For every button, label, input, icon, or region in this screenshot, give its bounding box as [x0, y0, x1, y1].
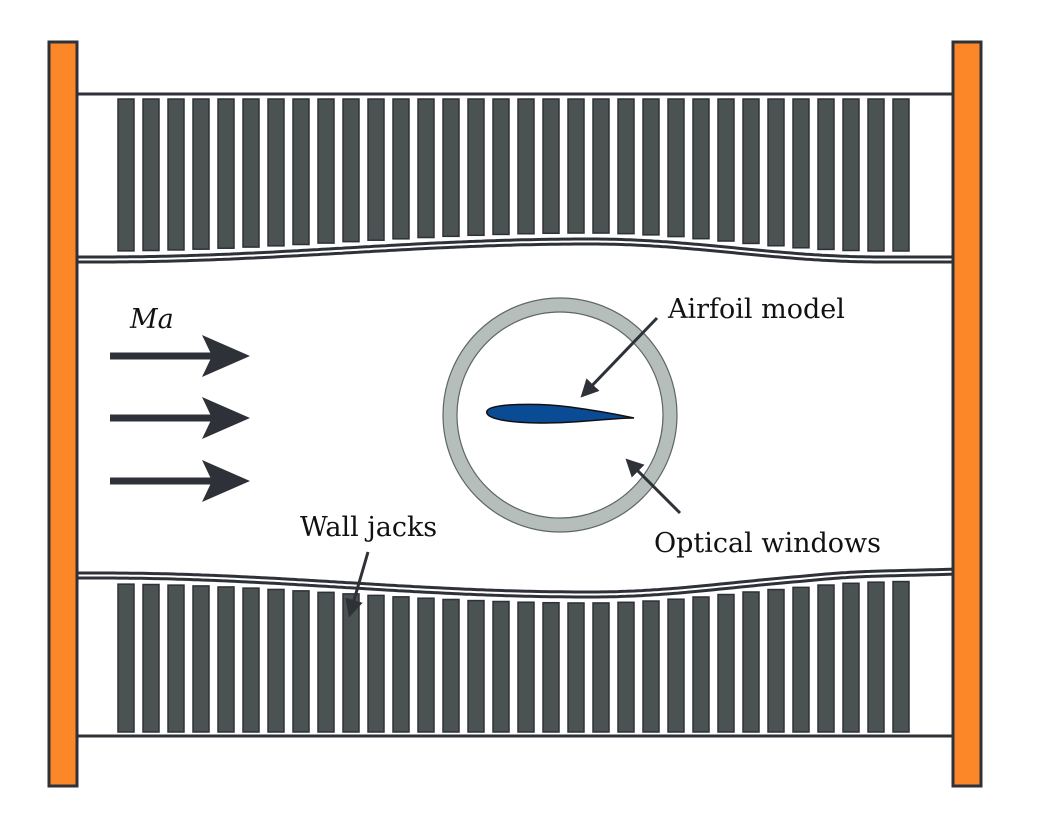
bottom-wall-jack	[192, 585, 210, 733]
top-wall-jack	[717, 98, 735, 242]
bottom-wall-jacks	[117, 580, 910, 733]
top-wall-jack	[817, 98, 835, 251]
flow-arrow-icon	[110, 335, 250, 377]
top-wall-jack	[142, 98, 160, 252]
left-end-plate	[47, 40, 79, 788]
top-wall-jacks	[117, 98, 910, 252]
bottom-wall-jack	[517, 601, 535, 733]
bottom-flexible-wall-inner	[78, 572, 955, 599]
top-wall-jack	[742, 98, 760, 245]
top-wall-jack	[867, 98, 885, 252]
wall-jacks-label: Wall jacks	[300, 512, 437, 543]
bottom-wall-jack	[317, 591, 335, 733]
right-end-plate	[951, 40, 983, 788]
bottom-wall-jack	[867, 581, 885, 733]
top-wall-jack	[892, 98, 910, 252]
optical-window-ring	[443, 298, 677, 532]
top-wall-jack	[117, 98, 135, 252]
optical-window-ring-outer-edge	[442, 297, 678, 533]
bottom-wall-jack	[892, 580, 910, 733]
bottom-wall-jack	[592, 602, 610, 733]
top-wall-jack	[167, 98, 185, 251]
top-wall-jack	[242, 98, 260, 248]
bottom-wall-jack	[267, 588, 285, 733]
flow-arrow-icon	[110, 397, 250, 439]
airfoil-model	[486, 403, 635, 424]
top-wall-jack	[417, 98, 435, 239]
top-wall-jack	[767, 98, 785, 247]
bottom-wall-jack	[617, 601, 635, 733]
airfoil-pointer-arrow	[580, 316, 659, 398]
bottom-flexible-wall	[78, 567, 955, 594]
mach-label: Ma	[129, 304, 174, 335]
top-wall-jack	[517, 98, 535, 235]
top-wall-jack	[267, 98, 285, 247]
top-wall-jack	[592, 98, 610, 234]
jack-pointer-arrow	[345, 551, 370, 618]
top-wall-jack	[442, 98, 460, 238]
bottom-wall-jack	[417, 597, 435, 733]
bottom-wall-jack	[667, 598, 685, 733]
bottom-wall-jack	[742, 591, 760, 733]
top-wall-jack	[692, 98, 710, 240]
bottom-wall-jack	[342, 593, 360, 733]
top-wall-jack	[367, 98, 385, 241]
bottom-wall-jack	[142, 583, 160, 733]
window-pointer-arrow	[625, 458, 682, 515]
bottom-wall-jack	[692, 596, 710, 733]
top-wall-jack	[192, 98, 210, 250]
top-wall-jack	[617, 98, 635, 235]
bottom-wall-jack	[542, 601, 560, 733]
bottom-wall-jack	[217, 586, 235, 733]
top-wall-jack	[342, 98, 360, 243]
top-wall-jack	[792, 98, 810, 249]
bottom-wall-jack	[167, 584, 185, 733]
top-wall-jack	[542, 98, 560, 235]
bottom-wall-jack	[717, 593, 735, 733]
bottom-wall-jack	[367, 594, 385, 733]
bottom-wall-jack	[767, 588, 785, 733]
bottom-wall-jack	[817, 584, 835, 733]
top-flexible-wall-inner	[78, 242, 954, 264]
top-wall-jack	[317, 98, 335, 244]
flow-arrows	[110, 335, 250, 502]
top-wall-jack	[642, 98, 660, 236]
bottom-wall-jack	[292, 590, 310, 733]
optical-windows-label: Optical windows	[654, 528, 881, 559]
bottom-wall-jack	[567, 602, 585, 733]
top-wall-jack	[492, 98, 510, 236]
bottom-wall-jack	[492, 600, 510, 733]
top-wall-jack	[667, 98, 685, 238]
flow-arrow-icon	[110, 460, 250, 502]
bottom-wall-jack	[842, 582, 860, 733]
top-wall-jack	[392, 98, 410, 240]
top-wall-jack	[467, 98, 485, 237]
bottom-wall-jack	[242, 587, 260, 733]
airfoil-model-label: Airfoil model	[667, 294, 845, 325]
bottom-wall-jack	[442, 598, 460, 733]
bottom-wall-jack	[642, 600, 660, 733]
top-wall-jack	[842, 98, 860, 252]
top-wall-jack	[292, 98, 310, 246]
top-wall-jack	[217, 98, 235, 249]
bottom-wall-jack	[792, 586, 810, 733]
optical-window-ring-inner-edge	[456, 311, 664, 519]
bottom-wall-jack	[467, 599, 485, 733]
bottom-wall-jack	[392, 596, 410, 733]
top-flexible-wall	[78, 237, 954, 259]
top-wall-jack	[567, 98, 585, 234]
bottom-wall-jack	[117, 583, 135, 733]
